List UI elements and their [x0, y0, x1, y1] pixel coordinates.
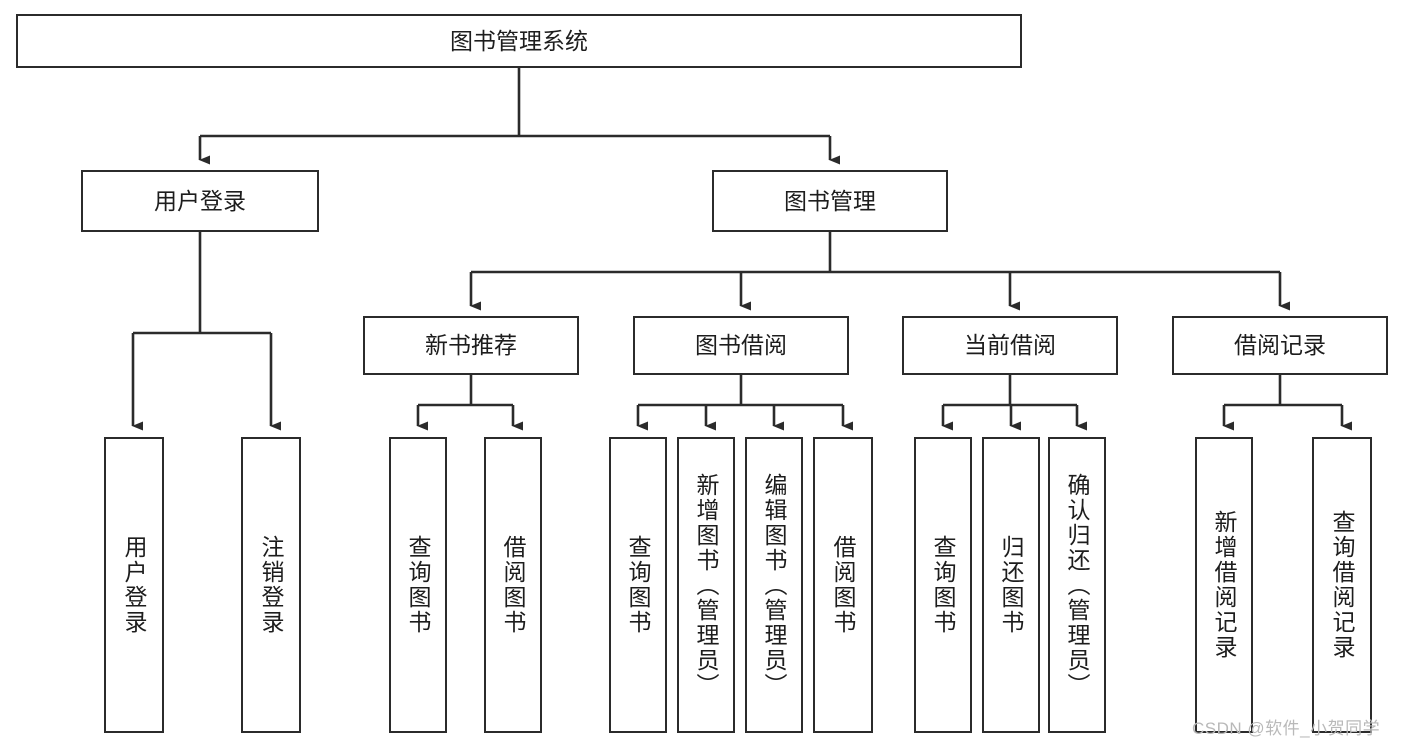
csdn-watermark: CSDN @软件_小贺同学: [1192, 719, 1381, 738]
node-leaf-add-book-admin[interactable]: 新增图书（管理员）: [677, 437, 735, 733]
node-label: 新增借阅记录: [1211, 510, 1238, 660]
node-leaf-borrow-book-recommend[interactable]: 借阅图书: [484, 437, 542, 733]
node-label: 图书借阅: [695, 332, 787, 359]
node-leaf-edit-book-admin[interactable]: 编辑图书（管理员）: [745, 437, 803, 733]
node-leaf-return-book[interactable]: 归还图书: [982, 437, 1040, 733]
node-leaf-confirm-return-admin[interactable]: 确认归还（管理员）: [1048, 437, 1106, 733]
node-leaf-query-book-recommend[interactable]: 查询图书: [389, 437, 447, 733]
node-root-label: 图书管理系统: [450, 27, 588, 54]
node-label: 当前借阅: [964, 332, 1056, 359]
node-label: 用户登录: [154, 187, 246, 214]
node-leaf-logout[interactable]: 注销登录: [241, 437, 301, 733]
node-level2-book-management[interactable]: 图书管理: [712, 170, 948, 232]
node-level3-current-borrow[interactable]: 当前借阅: [902, 316, 1118, 375]
node-label: 查询图书: [625, 535, 652, 635]
node-label: 新书推荐: [425, 332, 517, 359]
node-leaf-query-book-borrow[interactable]: 查询图书: [609, 437, 667, 733]
node-label: 借阅记录: [1234, 332, 1326, 359]
node-label: 借阅图书: [830, 535, 857, 635]
node-level3-new-book-recommend[interactable]: 新书推荐: [363, 316, 579, 375]
node-label: 注销登录: [258, 535, 285, 635]
node-leaf-query-borrow-record[interactable]: 查询借阅记录: [1312, 437, 1372, 733]
node-label: 查询图书: [930, 535, 957, 635]
node-level3-borrow-records[interactable]: 借阅记录: [1172, 316, 1388, 375]
node-label: 图书管理: [784, 187, 876, 214]
node-leaf-add-borrow-record[interactable]: 新增借阅记录: [1195, 437, 1253, 733]
node-label: 用户登录: [121, 535, 148, 635]
node-label: 查询借阅记录: [1329, 510, 1356, 660]
node-label: 归还图书: [998, 535, 1025, 635]
node-label: 编辑图书（管理员）: [761, 472, 788, 698]
node-label: 借阅图书: [500, 535, 527, 635]
node-level3-book-borrow[interactable]: 图书借阅: [633, 316, 849, 375]
node-label: 新增图书（管理员）: [693, 472, 720, 698]
node-leaf-borrow-book[interactable]: 借阅图书: [813, 437, 873, 733]
node-leaf-user-login[interactable]: 用户登录: [104, 437, 164, 733]
node-leaf-query-book-current[interactable]: 查询图书: [914, 437, 972, 733]
node-level2-user-login[interactable]: 用户登录: [81, 170, 319, 232]
node-label: 确认归还（管理员）: [1064, 472, 1091, 698]
node-root[interactable]: 图书管理系统: [16, 14, 1022, 68]
node-label: 查询图书: [405, 535, 432, 635]
